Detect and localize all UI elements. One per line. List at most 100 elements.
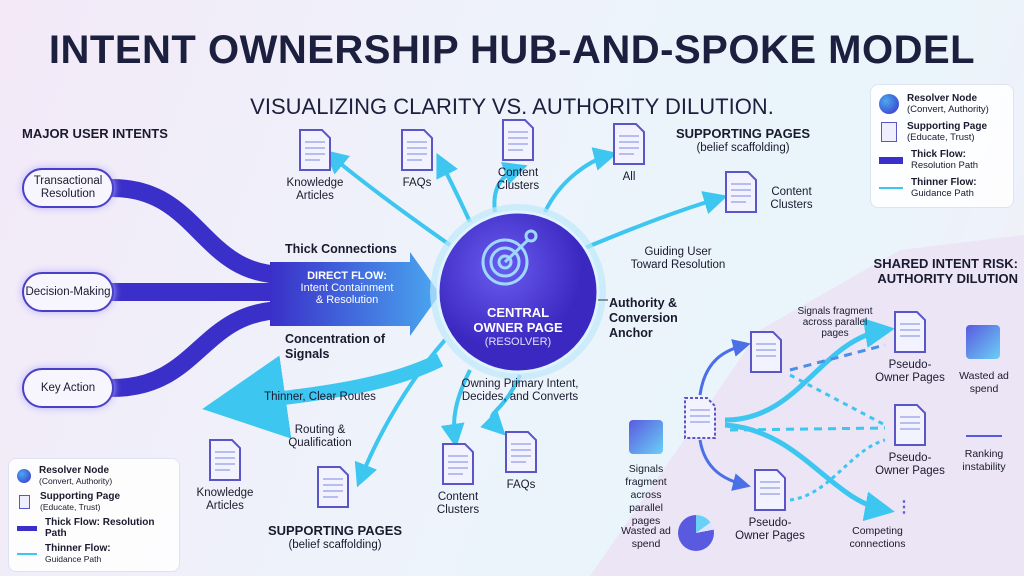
legend-label: Supporting Page [907, 121, 987, 132]
page-subtitle: VISUALIZING CLARITY VS. AUTHORITY DILUTI… [250, 94, 774, 119]
competing-connection [789, 373, 886, 427]
flow-to-clusters-right [579, 191, 728, 252]
legend-small: Resolver Node(Convert, Authority) Suppor… [8, 458, 180, 572]
anchor-label: Authority & Conversion Anchor [609, 296, 678, 340]
hub-caption: Owning Primary Intent, Decides, and Conv… [461, 378, 579, 403]
legend-sub: (Educate, Trust) [907, 132, 975, 143]
legend-label: Thinner Flow: [911, 177, 977, 188]
doc-label: FAQs [402, 177, 432, 189]
pseudo-owner-label: Pseudo-Owner Pages [875, 359, 945, 384]
doc-all[interactable]: All [606, 122, 652, 184]
legend-sub: Guidance Path [45, 554, 102, 564]
document-icon [750, 331, 782, 373]
document-icon [19, 495, 30, 509]
hub-line2: OWNER PAGE [473, 320, 563, 335]
legend-sub: (Educate, Trust) [40, 502, 101, 512]
legend-label: Resolver Node [39, 465, 110, 476]
legend: Resolver Node(Convert, Authority) Suppor… [870, 84, 1014, 208]
intent-decision: Decision-Making [22, 272, 114, 312]
direct-flow-title: DIRECT FLOW: [307, 270, 387, 282]
flow-to-knowledge [323, 149, 452, 247]
competing-connection [789, 343, 886, 372]
top-supporting-heading: SUPPORTING PAGES [675, 126, 811, 141]
doc-label: Knowledge Articles [196, 487, 254, 512]
document-icon [505, 431, 537, 473]
pie-chart-icon [678, 515, 714, 551]
thin-arrow-icon [879, 187, 903, 189]
top-supporting-sub: (belief scaffolding) [696, 142, 790, 154]
bottom-supporting-heading: SUPPORTING PAGES [267, 523, 403, 538]
document-icon [442, 443, 474, 485]
direct-flow-label: DIRECT FLOW:Intent Containment& Resoluti… [282, 270, 412, 306]
legend-sub: Resolution Path [911, 160, 979, 171]
parallel-page-top[interactable] [749, 330, 783, 379]
doc-knowledge-bottom[interactable]: Knowledge Articles [195, 438, 255, 513]
legend-label: Thick Flow: Resolution Path [45, 517, 155, 539]
resolver-node-icon [879, 94, 899, 114]
pseudo-owner-top[interactable]: Pseudo-Owner Pages [875, 310, 945, 385]
pseudo-owner-label: Pseudo-Owner Pages [875, 452, 945, 477]
doc-bottom[interactable] [316, 465, 350, 514]
competing-connection [729, 426, 886, 432]
competing-connection [789, 438, 886, 502]
doc-faqs-bottom[interactable]: FAQs [498, 430, 544, 492]
doc-label: All [622, 171, 636, 183]
doc-clusters-right[interactable] [724, 170, 758, 219]
document-icon [684, 397, 716, 439]
document-icon [894, 404, 926, 446]
risk-heading-line1: SHARED INTENT RISK: [873, 256, 1018, 271]
doc-label: FAQs [506, 479, 536, 491]
direct-flow-line1: Intent Containment [300, 282, 394, 294]
hub-line1: CENTRAL [486, 305, 550, 320]
flow-to-faqs [436, 152, 472, 223]
risk-flow-down [698, 439, 751, 491]
source-page[interactable] [683, 396, 717, 445]
doc-label: Content Clusters [436, 491, 480, 516]
doc-faqs-top[interactable]: FAQs [392, 128, 442, 190]
legend-sub: (Convert, Authority) [907, 104, 989, 115]
risk-heading-line2: AUTHORITY DILUTION [877, 271, 1018, 286]
flow-to-thinner [202, 353, 444, 439]
legend-label: Supporting Page [40, 491, 120, 502]
doc-clusters-bottom[interactable]: Content Clusters [428, 442, 488, 517]
wasted-right-label: Wasted ad spend [959, 370, 1009, 395]
document-icon [401, 129, 433, 171]
risk-flow-up [698, 339, 751, 396]
document-icon [613, 123, 645, 165]
legend-label: Thick Flow: [911, 149, 966, 160]
doc-clusters-top[interactable]: Content Clusters [488, 118, 548, 193]
guiding-label: Guiding User Toward Resolution [630, 246, 726, 271]
flow-to-bottom-clusters [440, 369, 472, 448]
more-icon: ⋮ [896, 499, 912, 516]
document-icon [502, 119, 534, 161]
pseudo-owner-label: Pseudo-Owner Pages [735, 517, 805, 542]
legend-sub: (Convert, Authority) [39, 476, 113, 486]
flow-to-all [543, 147, 618, 213]
document-icon [299, 129, 331, 171]
intent-key-action: Key Action [22, 368, 114, 408]
pseudo-owner-bottom[interactable]: Pseudo-Owner Pages [735, 468, 805, 543]
doc-knowledge-top[interactable]: Knowledge Articles [285, 128, 345, 203]
intents-heading: MAJOR USER INTENTS [22, 126, 168, 141]
thick-arrow-icon [17, 525, 37, 531]
pseudo-owner-middle[interactable]: Pseudo-Owner Pages [875, 403, 945, 478]
legend-label: Resolver Node [907, 93, 978, 104]
signals-top-label: Signals fragment across parallel pages [797, 306, 873, 339]
intent-transactional: Transactional Resolution [22, 168, 114, 208]
competing-label: Competing connections [849, 525, 906, 550]
resolver-node-icon [17, 469, 31, 483]
page-title: INTENT OWNERSHIP HUB-AND-SPOKE MODEL [48, 28, 976, 72]
signals-left-label: Signals fragment across parallel pages [625, 463, 667, 527]
risk-heading: SHARED INTENT RISK:AUTHORITY DILUTION [848, 256, 1018, 286]
legend-sub: Guidance Path [911, 188, 974, 199]
document-icon [754, 469, 786, 511]
doc-label: Knowledge Articles [286, 177, 344, 202]
risk-flow-top [724, 318, 895, 423]
flow-to-clusters [492, 161, 528, 213]
legend-label: Thinner Flow: [45, 543, 111, 554]
flow-transactional [103, 179, 294, 284]
document-icon [725, 171, 757, 213]
document-icon [894, 311, 926, 353]
document-icon [317, 466, 349, 508]
